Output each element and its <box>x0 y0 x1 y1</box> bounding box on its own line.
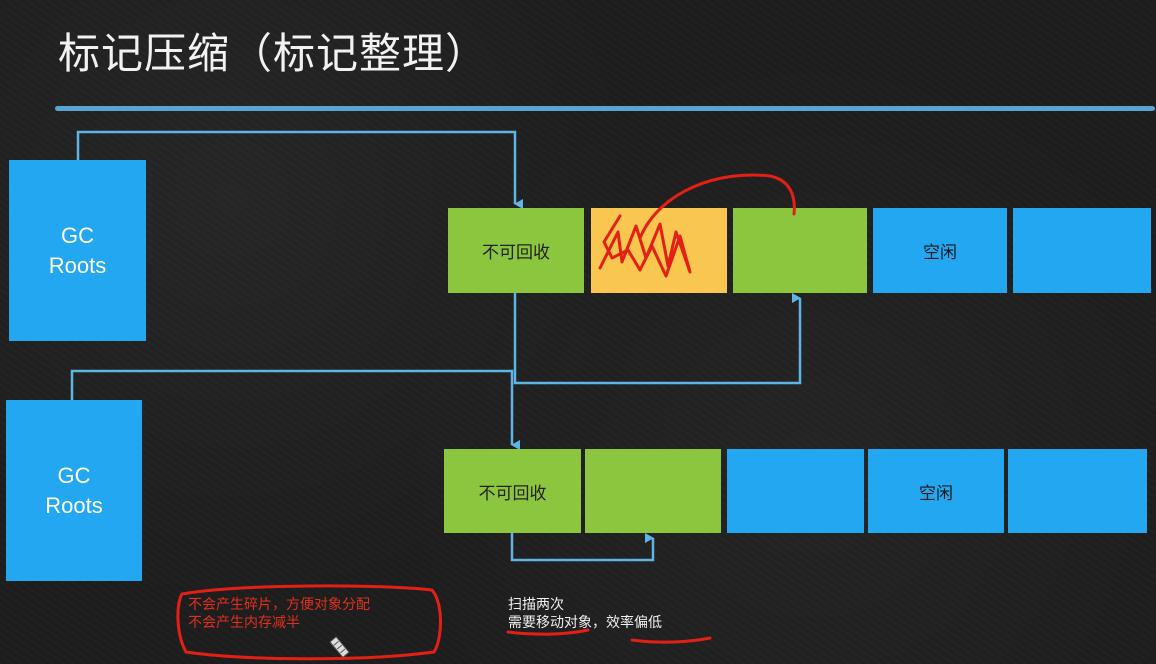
move-curve-mark <box>638 173 796 240</box>
cons-note: 扫描两次 需要移动对象，效率偏低 <box>508 596 662 632</box>
row2-block-live: 不可回收 <box>444 449 581 533</box>
pros-highlight-outline <box>176 584 442 661</box>
row2-block-free-3 <box>1008 449 1147 533</box>
row1-block-free: 空闲 <box>873 208 1007 293</box>
row1-block-live-moved <box>733 208 867 293</box>
gc-roots-box-bottom: GC Roots <box>6 400 142 581</box>
row1-block-live: 不可回收 <box>448 208 584 293</box>
slide-title: 标记压缩（标记整理） <box>58 29 489 78</box>
cursor-icon <box>329 636 350 659</box>
row1-block-free-2 <box>1013 208 1151 293</box>
row2-block-free-1 <box>727 449 864 533</box>
row1-block-garbage <box>591 208 727 293</box>
cons-line-1: 扫描两次 <box>508 597 564 613</box>
cons-line-2: 需要移动对象，效率偏低 <box>508 615 662 631</box>
row2-block-live-compacted <box>585 449 721 533</box>
cons-underline-1 <box>506 628 590 636</box>
title-underline <box>55 106 1155 111</box>
row2-block-free-2: 空闲 <box>868 449 1004 533</box>
pros-note: 不会产生碎片，方便对象分配 不会产生内存减半 <box>188 596 370 632</box>
row2-block-free-label: 空闲 <box>919 483 953 504</box>
row1-block-free-label: 空闲 <box>923 243 957 263</box>
row2-block-live-label: 不可回收 <box>478 483 547 504</box>
move-line-top <box>513 293 802 385</box>
scribble-mark <box>598 214 692 278</box>
gc-roots-box-top: GC Roots <box>9 160 146 341</box>
reference-line-bottom <box>70 369 520 450</box>
row1-block-live-label: 不可回收 <box>482 243 550 263</box>
pros-line-1: 不会产生碎片，方便对象分配 <box>188 597 370 613</box>
reference-line-top <box>76 130 523 209</box>
pros-line-2: 不会产生内存减半 <box>188 615 300 631</box>
move-line-bottom <box>510 533 655 562</box>
cons-underline-2 <box>630 636 712 644</box>
